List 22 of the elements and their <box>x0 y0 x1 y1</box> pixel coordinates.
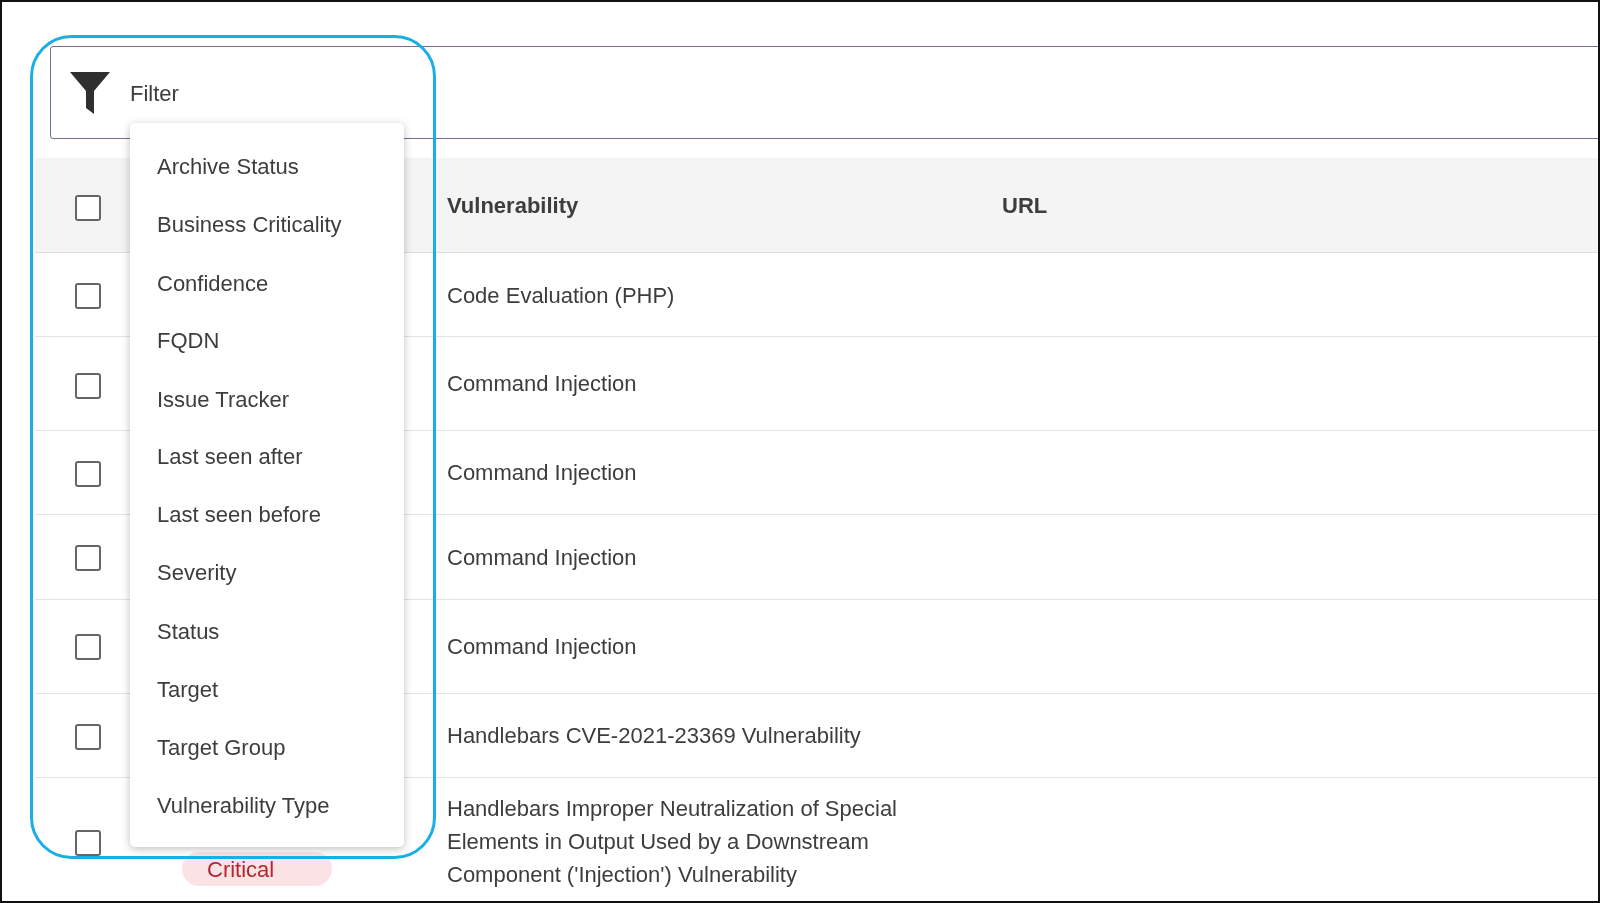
table-cell-text: Command Injection <box>447 458 637 487</box>
menu-option: Target <box>157 672 219 706</box>
severity-label: Critical <box>207 855 275 884</box>
table-cell-text: Handlebars Improper Neutralization of Special Elements in Output Used by a Downstream Component ('Injection') Vulnerability <box>447 794 898 889</box>
table-cell-text: Command Injection <box>447 632 637 661</box>
menu-option: Vulnerability Type <box>157 788 330 822</box>
column-header: Vulnerability <box>447 191 579 220</box>
table-cell-text: Command Injection <box>447 543 637 572</box>
menu-option: Issue Tracker <box>157 382 290 416</box>
menu-option: Confidence <box>157 266 269 300</box>
menu-option: Severity <box>157 555 237 589</box>
menu-option: FQDN <box>157 323 220 357</box>
column-header: URL <box>1002 191 1048 220</box>
menu-option: Archive Status <box>157 149 299 183</box>
menu-option: Target Group <box>157 730 286 764</box>
menu-option: Status <box>157 614 220 648</box>
table-cell-text: Handlebars CVE-2021-23369 Vulnerability <box>447 721 861 750</box>
menu-option: Last seen after <box>157 439 303 473</box>
table-cell-text: Code Evaluation (PHP) <box>447 281 675 310</box>
table-cell-text: Command Injection <box>447 369 637 398</box>
menu-option: Business Criticality <box>157 207 342 241</box>
menu-option: Last seen before <box>157 497 321 531</box>
